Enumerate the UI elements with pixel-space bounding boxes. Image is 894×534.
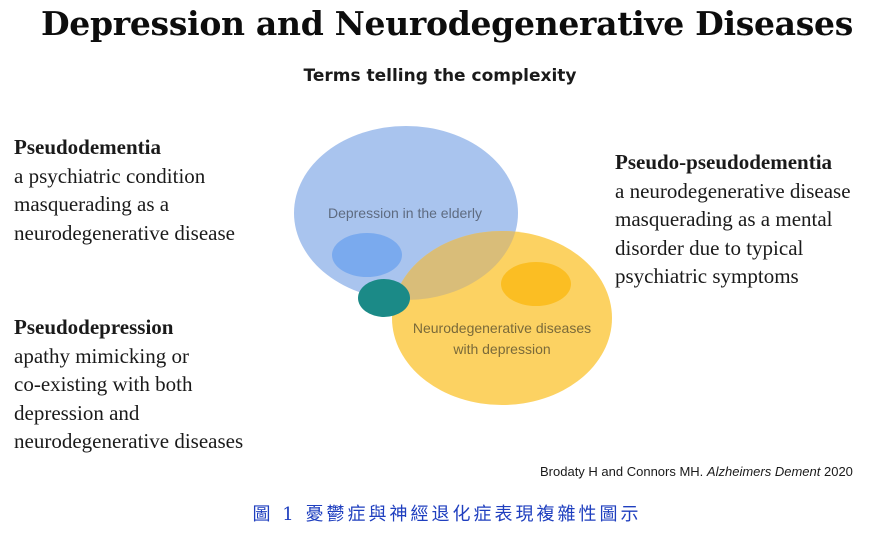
citation-authors: Brodaty H and Connors MH.: [540, 464, 704, 479]
term-pseudodepression-desc-line-2: co-existing with both: [14, 372, 193, 396]
term-pseudodementia-title: Pseudodementia: [14, 135, 161, 159]
pseudodepression-marker: [358, 279, 410, 317]
term-pseudodementia-desc-line-1: a psychiatric condition: [14, 163, 206, 188]
pseudodementia-marker: [332, 233, 402, 277]
page-title: Depression and Neurodegenerative Disease…: [40, 4, 854, 43]
depression-label: Depression in the elderly: [328, 205, 482, 221]
term-pseudodepression: Pseudodepression apathy mimicking or co-…: [14, 313, 304, 456]
neuro-label-line-1: Neurodegenerative diseases: [413, 320, 591, 336]
subtitle: Terms telling the complexity: [303, 66, 577, 86]
term-pseudodepression-title: Pseudodepression: [14, 315, 174, 339]
neuro-label-line-2: with depression: [452, 341, 550, 357]
pseudo-pseudodementia-marker: [501, 262, 571, 306]
term-pseudo-pseudodementia: Pseudo-pseudodementia a neurodegenerativ…: [615, 148, 891, 291]
term-pseudo-pseudodementia-desc-line-4: psychiatric symptoms: [615, 264, 799, 288]
venn-overlap: [392, 231, 518, 300]
term-pseudodementia-desc-line-2: masquerading as a: [14, 192, 170, 216]
term-pseudodementia-desc-line-3: neurodegenerative disease: [14, 220, 235, 245]
term-pseudodepression-desc-line-3: depression and: [14, 400, 140, 425]
term-pseudo-pseudodementia-desc-line-3: disorder due to typical: [615, 235, 804, 260]
term-pseudodepression-desc-line-1: apathy mimicking or: [14, 343, 189, 368]
term-pseudodepression-desc-line-4: neurodegenerative diseases: [14, 429, 244, 453]
figure-caption: 圖 1 憂鬱症與神經退化症表現複雜性圖示: [252, 504, 642, 525]
citation-year: 2020: [823, 464, 853, 479]
term-pseudo-pseudodementia-desc-line-2: masquerading as a mental: [615, 207, 833, 231]
term-pseudo-pseudodementia-desc-line-1: a neurodegenerative disease: [615, 178, 851, 203]
citation-journal: Alzheimers Dement: [706, 464, 821, 479]
term-pseudo-pseudodementia-title: Pseudo-pseudodementia: [615, 150, 833, 174]
term-pseudodementia: Pseudodementia a psychiatric condition m…: [14, 133, 304, 247]
citation: Brodaty H and Connors MH. Alzheimers Dem…: [540, 464, 853, 479]
